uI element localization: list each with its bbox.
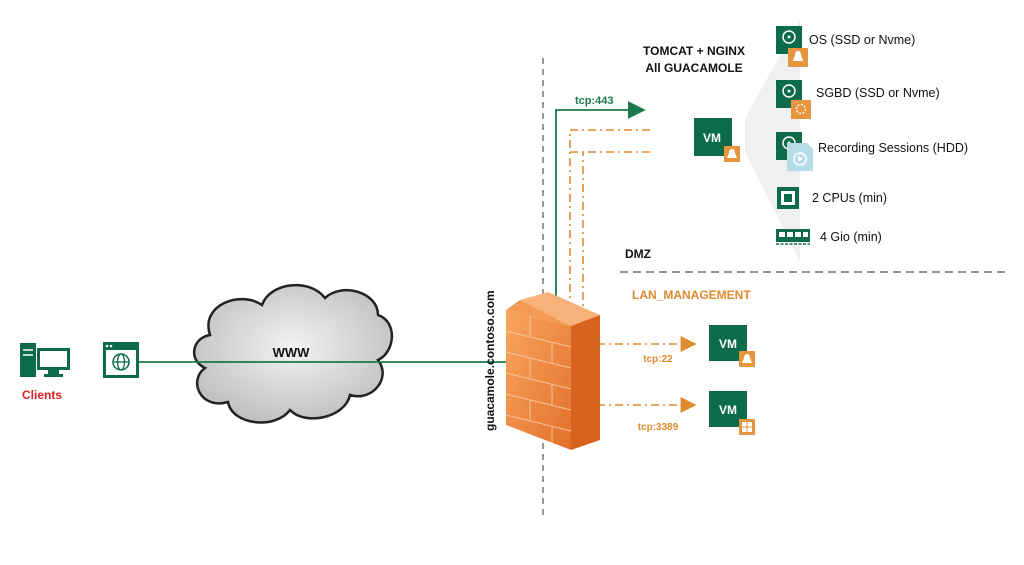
spec-memory-label: 4 Gio (min) (820, 230, 882, 244)
spec-recording-label: Recording Sessions (HDD) (818, 141, 968, 155)
client-computer-icon (20, 343, 70, 377)
cloud-label: WWW (273, 345, 311, 360)
spec-sgbd-label: SGBD (SSD or Nvme) (816, 86, 940, 100)
internet-cloud (193, 283, 394, 424)
cpu-icon (777, 187, 799, 209)
spec-cpu-label: 2 CPUs (min) (812, 191, 887, 205)
disk-database-icon (776, 80, 811, 119)
clients-label: Clients (22, 388, 62, 402)
guac-title-line1: TOMCAT + NGINX (643, 44, 745, 58)
lan-vm-linux-label: VM (719, 337, 737, 351)
guac-vm-label: VM (703, 131, 721, 145)
domain-label: guacamole.contoso.com (483, 290, 497, 431)
https-path (555, 101, 646, 305)
dmz-label: DMZ (625, 247, 651, 261)
firewall-icon (505, 292, 600, 450)
spec-os-label: OS (SSD or Nvme) (809, 33, 915, 47)
web-browser-icon (103, 342, 139, 378)
memory-icon (776, 229, 810, 245)
lan-vm-windows-label: VM (719, 403, 737, 417)
lan-vm-windows-icon (709, 391, 755, 435)
lan-label: LAN_MANAGEMENT (632, 288, 751, 302)
lan-vm-linux-icon (709, 325, 755, 367)
guac-title-line2: All GUACAMOLE (645, 61, 742, 75)
disk-linux-icon (776, 26, 808, 67)
ssh-label: tcp:22 (643, 354, 673, 365)
https-label: tcp:443 (575, 95, 614, 107)
guac-vm-icon (694, 118, 740, 162)
disk-recording-icon (776, 132, 813, 171)
rdp-label: tcp:3389 (638, 422, 679, 433)
